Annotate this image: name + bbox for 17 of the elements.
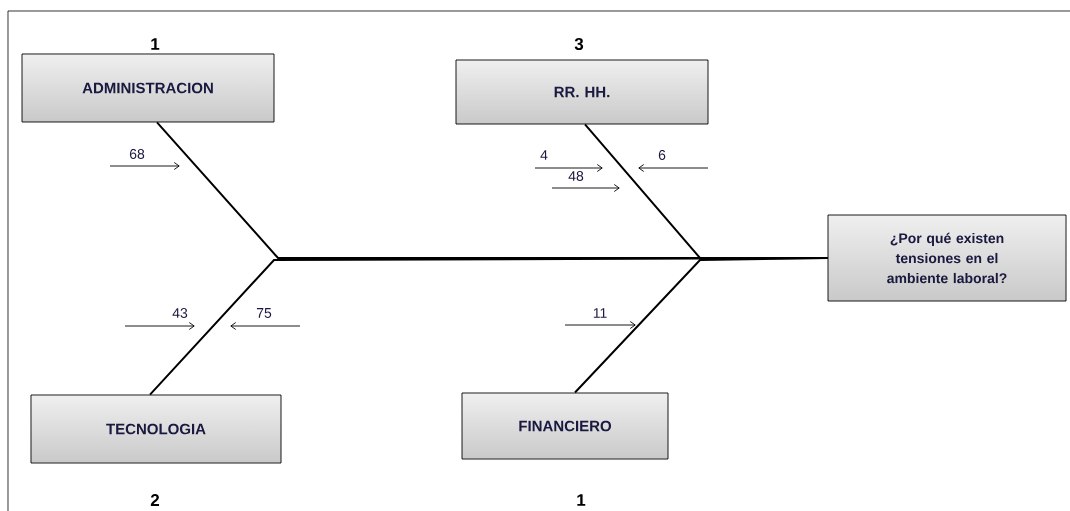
count-label: 11 <box>593 308 607 318</box>
count-label: 68 <box>129 149 145 159</box>
category-box: RR. HH. <box>455 59 709 125</box>
count-number: 3 <box>574 37 584 51</box>
count-number: 1 <box>577 494 586 506</box>
count-label: 75 <box>256 308 272 318</box>
count-number: 2 <box>150 494 160 506</box>
count-label: 4 <box>540 150 548 160</box>
effect-box: ¿Por qué existen tensiones en el ambiente laboral? <box>827 214 1067 302</box>
category-box: ADMINISTRACION <box>21 53 275 123</box>
count-label: 48 <box>568 171 584 181</box>
fishbone-line <box>574 257 829 394</box>
count-label: 43 <box>172 308 188 318</box>
category-box: TECNOLOGIA <box>30 394 282 464</box>
count-label: 6 <box>658 150 666 160</box>
count-number: 1 <box>151 38 160 50</box>
category-box: FINANCIERO <box>461 392 669 460</box>
